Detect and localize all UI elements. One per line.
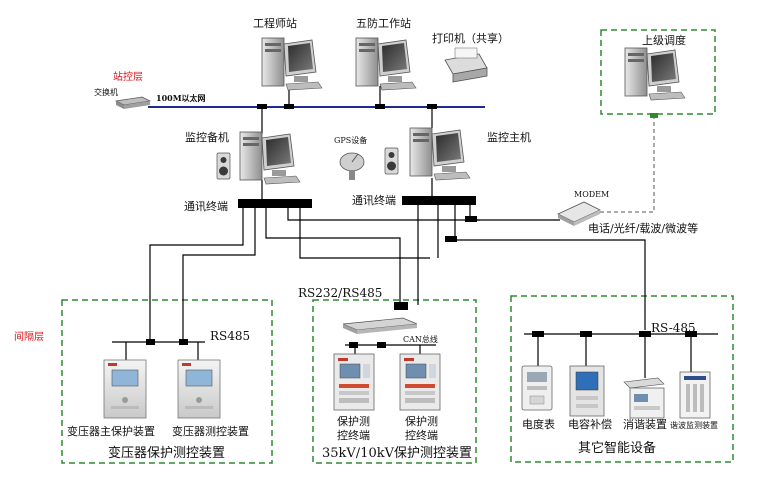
comm-bus-right (402, 196, 476, 205)
modem-icon (557, 201, 601, 226)
kv35-group-box (312, 299, 477, 464)
upper-dispatch-label: 上级调度 (642, 33, 686, 47)
kv35-terminal-a (333, 353, 375, 411)
rs485-left-label: RS485 (210, 329, 250, 343)
backup-monitor-computer (239, 131, 301, 185)
transformer-measure-control-device (177, 359, 221, 419)
speaker-left-icon (216, 152, 231, 180)
capacitor-compensation-device (569, 365, 605, 417)
modem-label: MODEM (574, 190, 609, 199)
kv35-device-a-line1: 保护测 (337, 414, 370, 428)
station-layer-label: 站控层 (113, 70, 143, 83)
channels-label: 电话/光纤/载波/微波等 (588, 221, 698, 235)
switch-label: 交换机 (94, 87, 118, 97)
can-bus-label: CAN总线 (403, 334, 438, 344)
engineer-station-computer (261, 37, 323, 91)
printer-label: 打印机（共享） (432, 31, 509, 45)
transformer-main-protection-device (103, 359, 147, 419)
switch-icon (114, 96, 152, 109)
energy-meter-device (521, 365, 553, 411)
can-bus-device-icon (342, 317, 418, 334)
gps-dish-icon (339, 152, 365, 180)
kv35-device-b-line1: 保护测 (405, 414, 438, 428)
transformer-group-box (61, 299, 273, 464)
printer-icon (444, 47, 488, 83)
transformer-device-b-label: 变压器测控装置 (172, 424, 249, 438)
harmonic-label: 消谐装置 (623, 417, 667, 431)
ethernet-label: 100M以太网 (156, 93, 206, 103)
other-devices-group-box (510, 295, 734, 463)
capacitor-label: 电容补偿 (568, 417, 612, 431)
comm-terminal-right-label: 通讯终端 (352, 193, 396, 207)
rs485-right-label: RS-485 (651, 321, 696, 335)
upper-dispatch-computer (624, 47, 686, 101)
other-group-title: 其它智能设备 (578, 440, 656, 456)
five-prevention-computer (355, 37, 417, 91)
main-monitor-label: 监控主机 (487, 130, 531, 144)
bay-layer-label: 间隔层 (14, 330, 44, 343)
rs232-rs485-label: RS232/RS485 (298, 286, 382, 300)
transformer-group-title: 变压器保护测控装置 (108, 445, 225, 461)
transformer-device-a-label: 变压器主保护装置 (67, 424, 155, 438)
harmonic-monitor-device (679, 371, 711, 419)
engineer-station-label: 工程师站 (253, 16, 297, 30)
backup-monitor-label: 监控备机 (185, 130, 229, 144)
kv35-terminal-b (399, 353, 441, 411)
main-monitor-computer (409, 127, 471, 181)
kv35-device-b-line2: 控终端 (405, 428, 438, 442)
gps-label: GPS设备 (334, 135, 367, 145)
kv35-group-title: 35kV/10kV保护测控装置 (322, 446, 472, 461)
harmonic-monitor-label: 谐波监测装置 (670, 420, 718, 430)
harmonic-elimination-device (623, 377, 665, 419)
comm-bus-left (238, 199, 312, 208)
comm-terminal-left-label: 通讯终端 (184, 199, 228, 213)
speaker-right-icon (384, 147, 399, 175)
kv35-device-a-line2: 控终端 (337, 428, 370, 442)
energy-meter-label: 电度表 (522, 417, 555, 431)
five-prevention-label: 五防工作站 (356, 16, 411, 30)
